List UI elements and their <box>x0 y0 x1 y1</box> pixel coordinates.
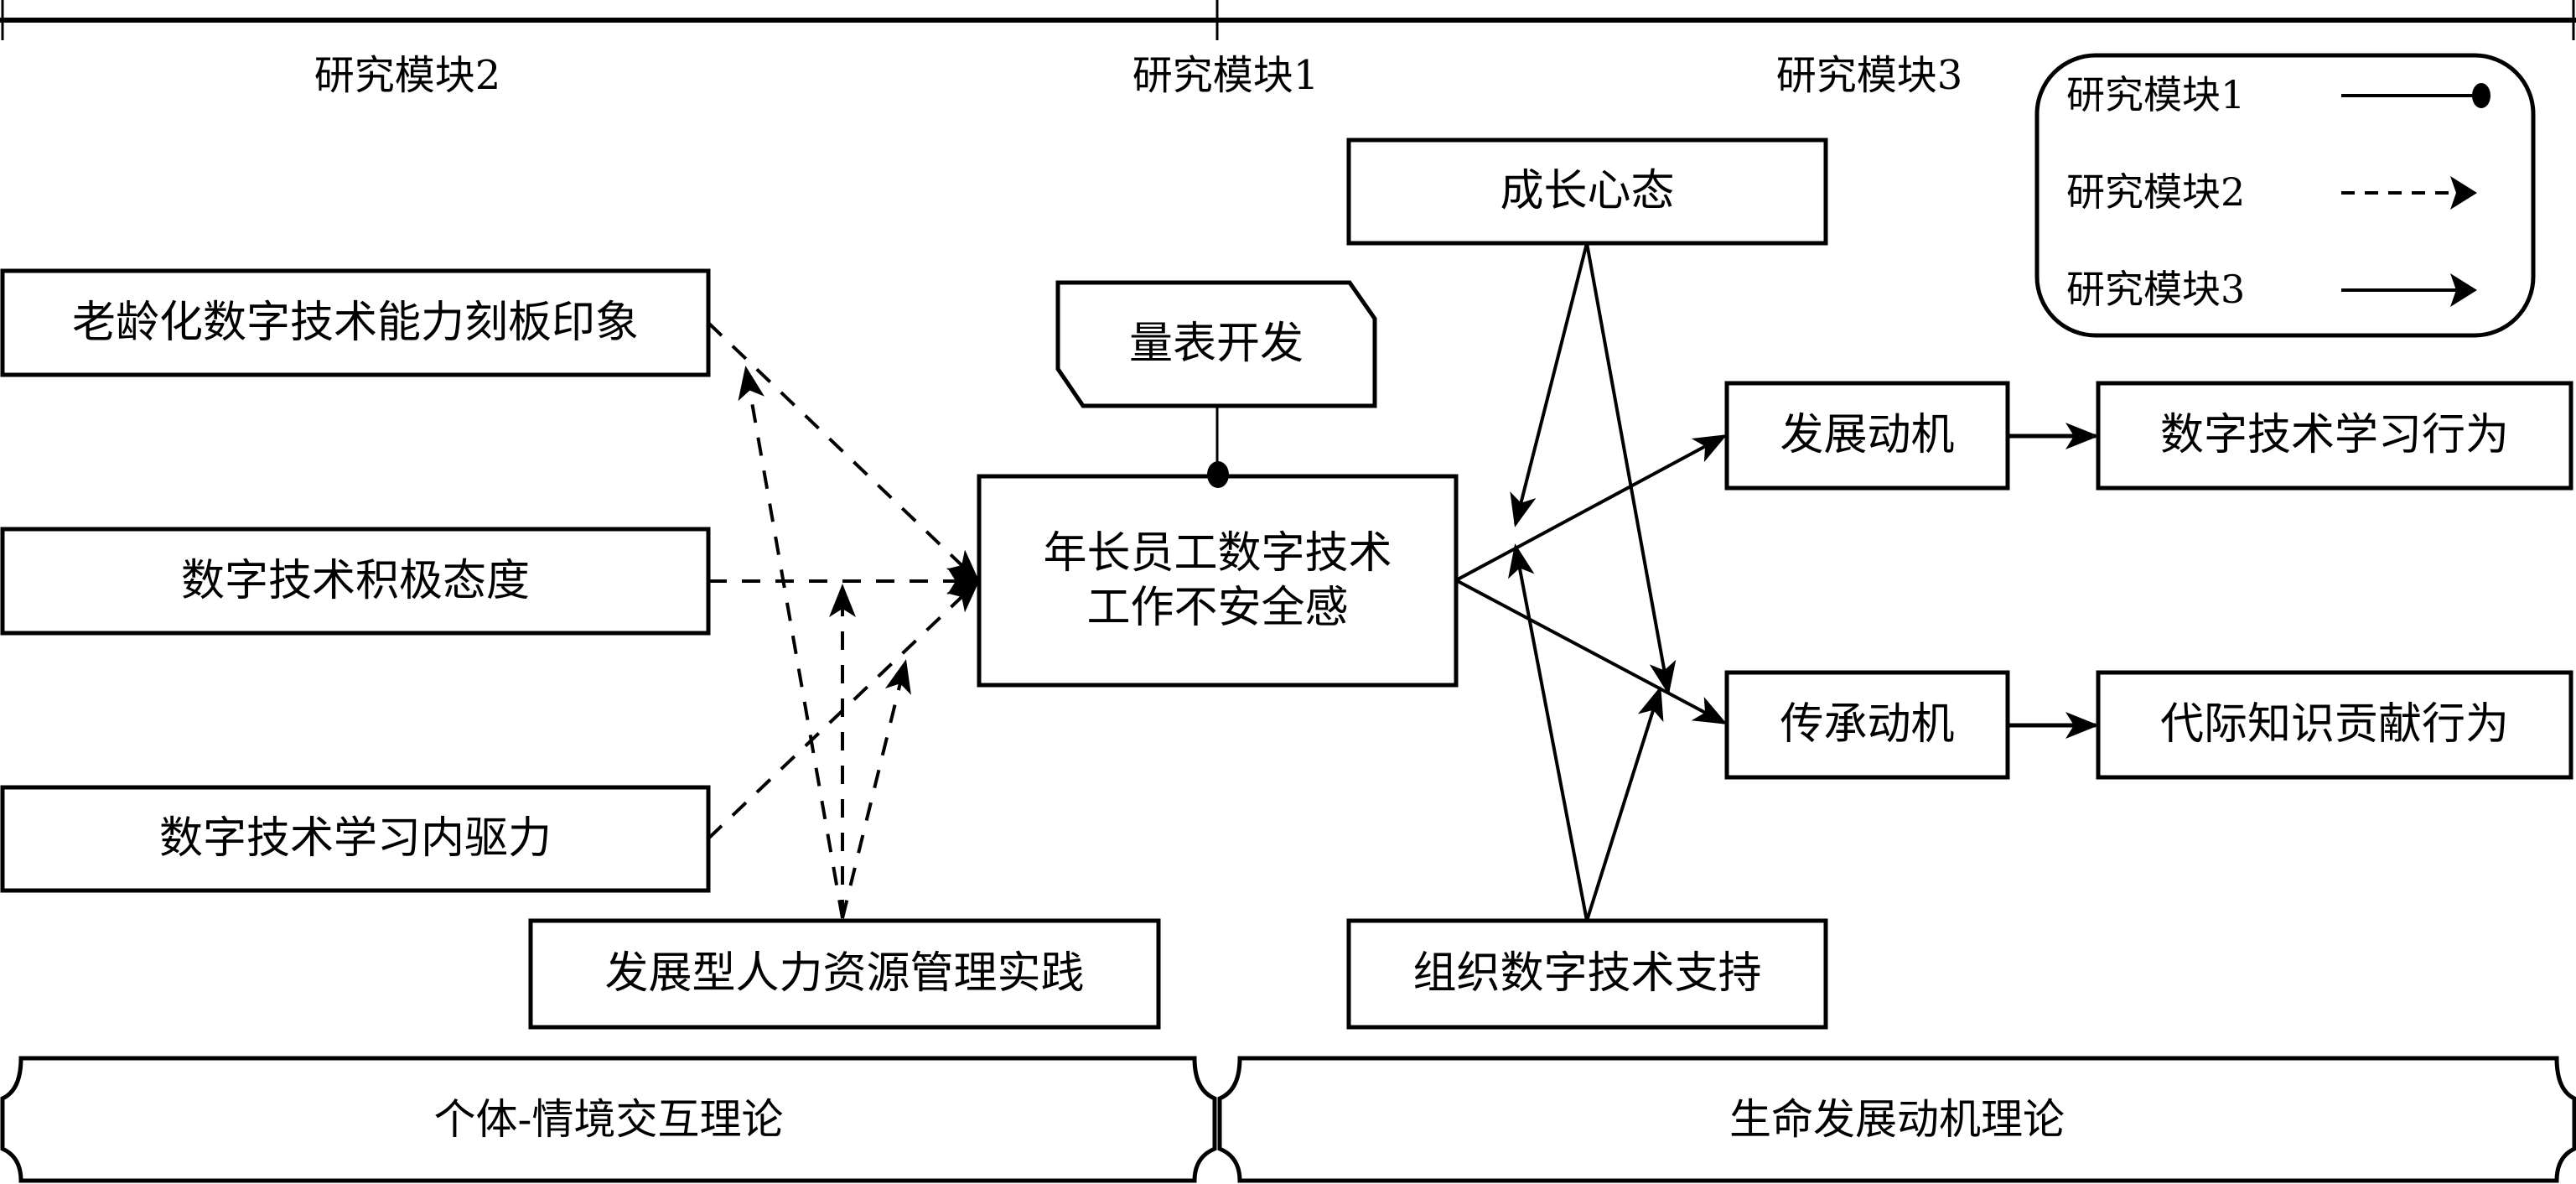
arrow-support-to-dev-path <box>1508 543 1589 922</box>
header-module3: 研究模块3 <box>1775 52 1963 99</box>
arrow-core-to-dev-motive <box>1455 434 1728 582</box>
node-org-support: 组织数字技术支持 <box>1412 948 1762 999</box>
box-learning-drive <box>0 785 711 893</box>
node-dev-motive: 发展动机 <box>1780 410 1955 460</box>
arrow-hr-to-ageism-path <box>738 366 844 919</box>
legend-symbol-module1 <box>2341 83 2490 108</box>
node-positive-attitude: 数字技术积极态度 <box>180 555 530 606</box>
node-legacy-motive: 传承动机 <box>1780 699 1955 750</box>
node-core-line1: 年长员工数字技术 <box>1043 527 1392 579</box>
legend-label-module3: 研究模块3 <box>2066 267 2246 313</box>
node-learning-behavior: 数字技术学习行为 <box>2159 410 2509 460</box>
theory-bracket-right <box>1217 1056 2576 1183</box>
arrow-ageism-to-core <box>707 321 980 583</box>
theory-right-label: 生命发展动机理论 <box>1729 1094 2065 1144</box>
node-growth-mindset: 成长心态 <box>1500 166 1675 216</box>
node-scale-dev: 量表开发 <box>1128 319 1304 369</box>
node-hr-practice: 发展型人力资源管理实践 <box>604 948 1085 999</box>
legend-label-module1: 研究模块1 <box>2066 72 2246 118</box>
legend-label-module2: 研究模块2 <box>2066 169 2246 216</box>
top-ruler <box>0 0 2576 40</box>
legend-symbol-module2 <box>2341 176 2477 210</box>
header-module2: 研究模块2 <box>314 52 501 99</box>
header-module1: 研究模块1 <box>1132 52 1319 99</box>
box-scale-dev <box>1055 280 1377 408</box>
node-core-line2: 工作不安全感 <box>1086 582 1349 633</box>
arrow-growth-to-dev-path <box>1510 242 1589 527</box>
theory-bracket-left <box>0 1056 1217 1183</box>
connector-scale-to-core <box>1207 406 1229 488</box>
arrow-support-to-legacy-path <box>1585 686 1664 922</box>
legend-box <box>2034 53 2536 338</box>
legend-symbol-module3 <box>2341 273 2477 307</box>
arrow-hr-to-drive-path <box>841 659 911 919</box>
box-hr-practice <box>528 918 1161 1030</box>
node-core: 年长员工数字技术 工作不安全感 <box>979 476 1456 685</box>
arrow-core-to-legacy-motive <box>1455 579 1728 724</box>
node-ageism-stereotype: 老龄化数字技术能力刻板印象 <box>71 297 639 348</box>
node-knowledge-contrib: 代际知识贡献行为 <box>2159 699 2509 750</box>
node-learning-drive: 数字技术学习内驱力 <box>158 813 552 864</box>
arrow-growth-to-legacy-path <box>1585 242 1677 695</box>
theory-left-label: 个体-情境交互理论 <box>433 1094 784 1144</box>
